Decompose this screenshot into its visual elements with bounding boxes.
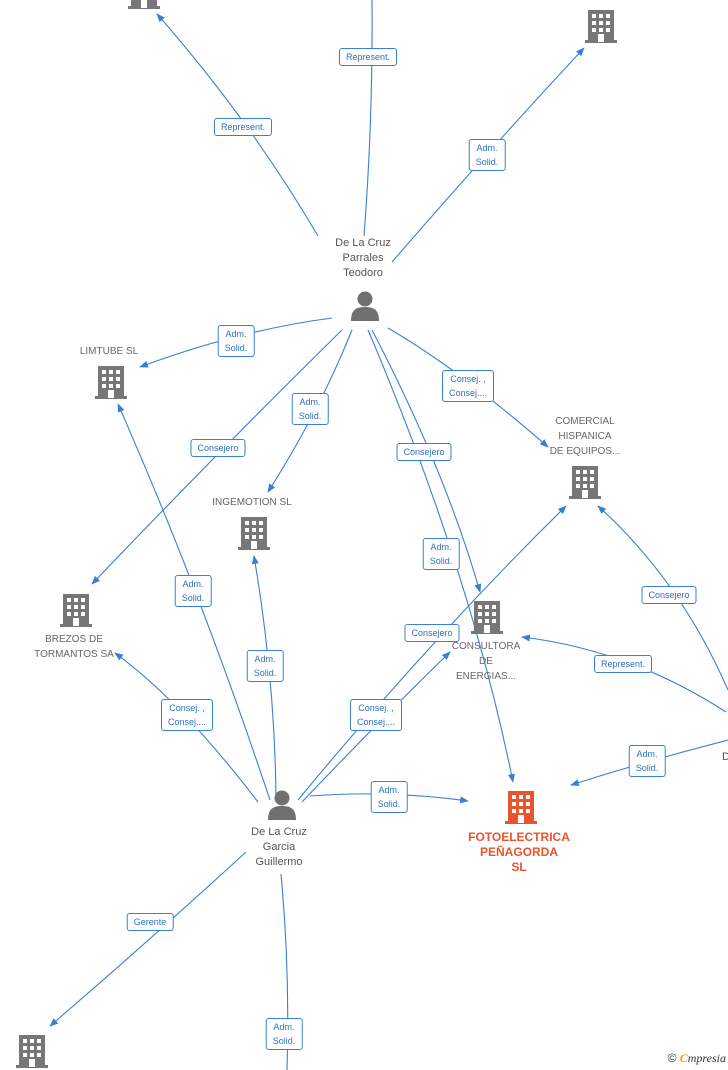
edge-label-e10[interactable]: Adm. Solid. bbox=[174, 575, 212, 607]
building-icon-ingemotion bbox=[238, 517, 270, 550]
edge-label-e18[interactable]: Consejero bbox=[641, 586, 697, 604]
edge-e8 bbox=[371, 329, 482, 593]
edge-label-e12[interactable]: Consej. , Consej.... bbox=[160, 699, 214, 731]
node-label-d-right[interactable]: D bbox=[722, 751, 728, 763]
copyright-footer: © Cmpresia bbox=[668, 1051, 726, 1066]
edge-label-e13[interactable]: Consejero bbox=[404, 624, 460, 642]
building-icon-comercial bbox=[569, 466, 601, 499]
edge-label-e2[interactable]: Represent. bbox=[338, 48, 398, 66]
node-label-p1[interactable]: De La Cruz Parrales Teodoro bbox=[335, 237, 391, 279]
building-icon-c_tl bbox=[128, 0, 160, 9]
person-icon-p2 bbox=[268, 790, 296, 820]
edge-label-e14[interactable]: Consej. , Consej.... bbox=[349, 699, 403, 731]
building-icon-fotoelectrica bbox=[505, 791, 537, 824]
node-label-consultora[interactable]: CONSULTORA DE ENERGIAS... bbox=[451, 641, 521, 682]
node-label-ingemotion[interactable]: INGEMOTION SL bbox=[212, 497, 292, 508]
edge-label-e20[interactable]: Adm. Solid. bbox=[628, 745, 666, 777]
person-icon-p1 bbox=[351, 291, 379, 321]
node-label-limtube[interactable]: LIMTUBE SL bbox=[79, 346, 139, 357]
edge-e2 bbox=[363, 0, 373, 237]
edge-label-e17[interactable]: Adm. Solid. bbox=[265, 1018, 303, 1050]
building-icon-consultora bbox=[471, 601, 503, 634]
edge-e16 bbox=[49, 851, 247, 1027]
edge-e19 bbox=[521, 634, 727, 713]
empresia-logo[interactable]: Cmpresia bbox=[679, 1051, 726, 1065]
node-label-comercial[interactable]: COMERCIAL HISPANICA DE EQUIPOS... bbox=[549, 416, 621, 457]
building-icon-limtube bbox=[95, 366, 127, 399]
edge-label-e7[interactable]: Consejero bbox=[190, 439, 246, 457]
edge-e7 bbox=[91, 329, 343, 585]
edge-label-e1[interactable]: Represent. bbox=[213, 118, 273, 136]
edge-label-e16[interactable]: Gerente bbox=[126, 913, 174, 931]
edge-label-e5[interactable]: Consej. , Consej.... bbox=[441, 370, 495, 402]
edge-label-e6[interactable]: Adm. Solid. bbox=[291, 393, 329, 425]
building-icon-c_tr bbox=[585, 10, 617, 43]
edge-label-e8[interactable]: Consejero bbox=[396, 443, 452, 461]
copyright-symbol: © bbox=[667, 1051, 677, 1065]
node-label-p2[interactable]: De La Cruz Garcia Guillermo bbox=[251, 826, 307, 868]
node-label-brezos[interactable]: BREZOS DE TORMANTOS SA bbox=[34, 634, 114, 660]
edge-label-e9[interactable]: Adm. Solid. bbox=[422, 538, 460, 570]
edge-label-e19[interactable]: Represent. bbox=[593, 655, 653, 673]
edge-label-e11[interactable]: Adm. Solid. bbox=[246, 650, 284, 682]
edge-label-e3[interactable]: Adm. Solid. bbox=[468, 139, 506, 171]
edge-e13 bbox=[297, 505, 567, 801]
edge-label-e4[interactable]: Adm. Solid. bbox=[217, 325, 255, 357]
edge-label-e15[interactable]: Adm. Solid. bbox=[370, 781, 408, 813]
building-icon-brezos bbox=[60, 594, 92, 627]
node-label-fotoelectrica[interactable]: FOTOELECTRICA PEÑAGORDA SL bbox=[468, 830, 570, 874]
building-icon-c_bl bbox=[16, 1035, 48, 1068]
